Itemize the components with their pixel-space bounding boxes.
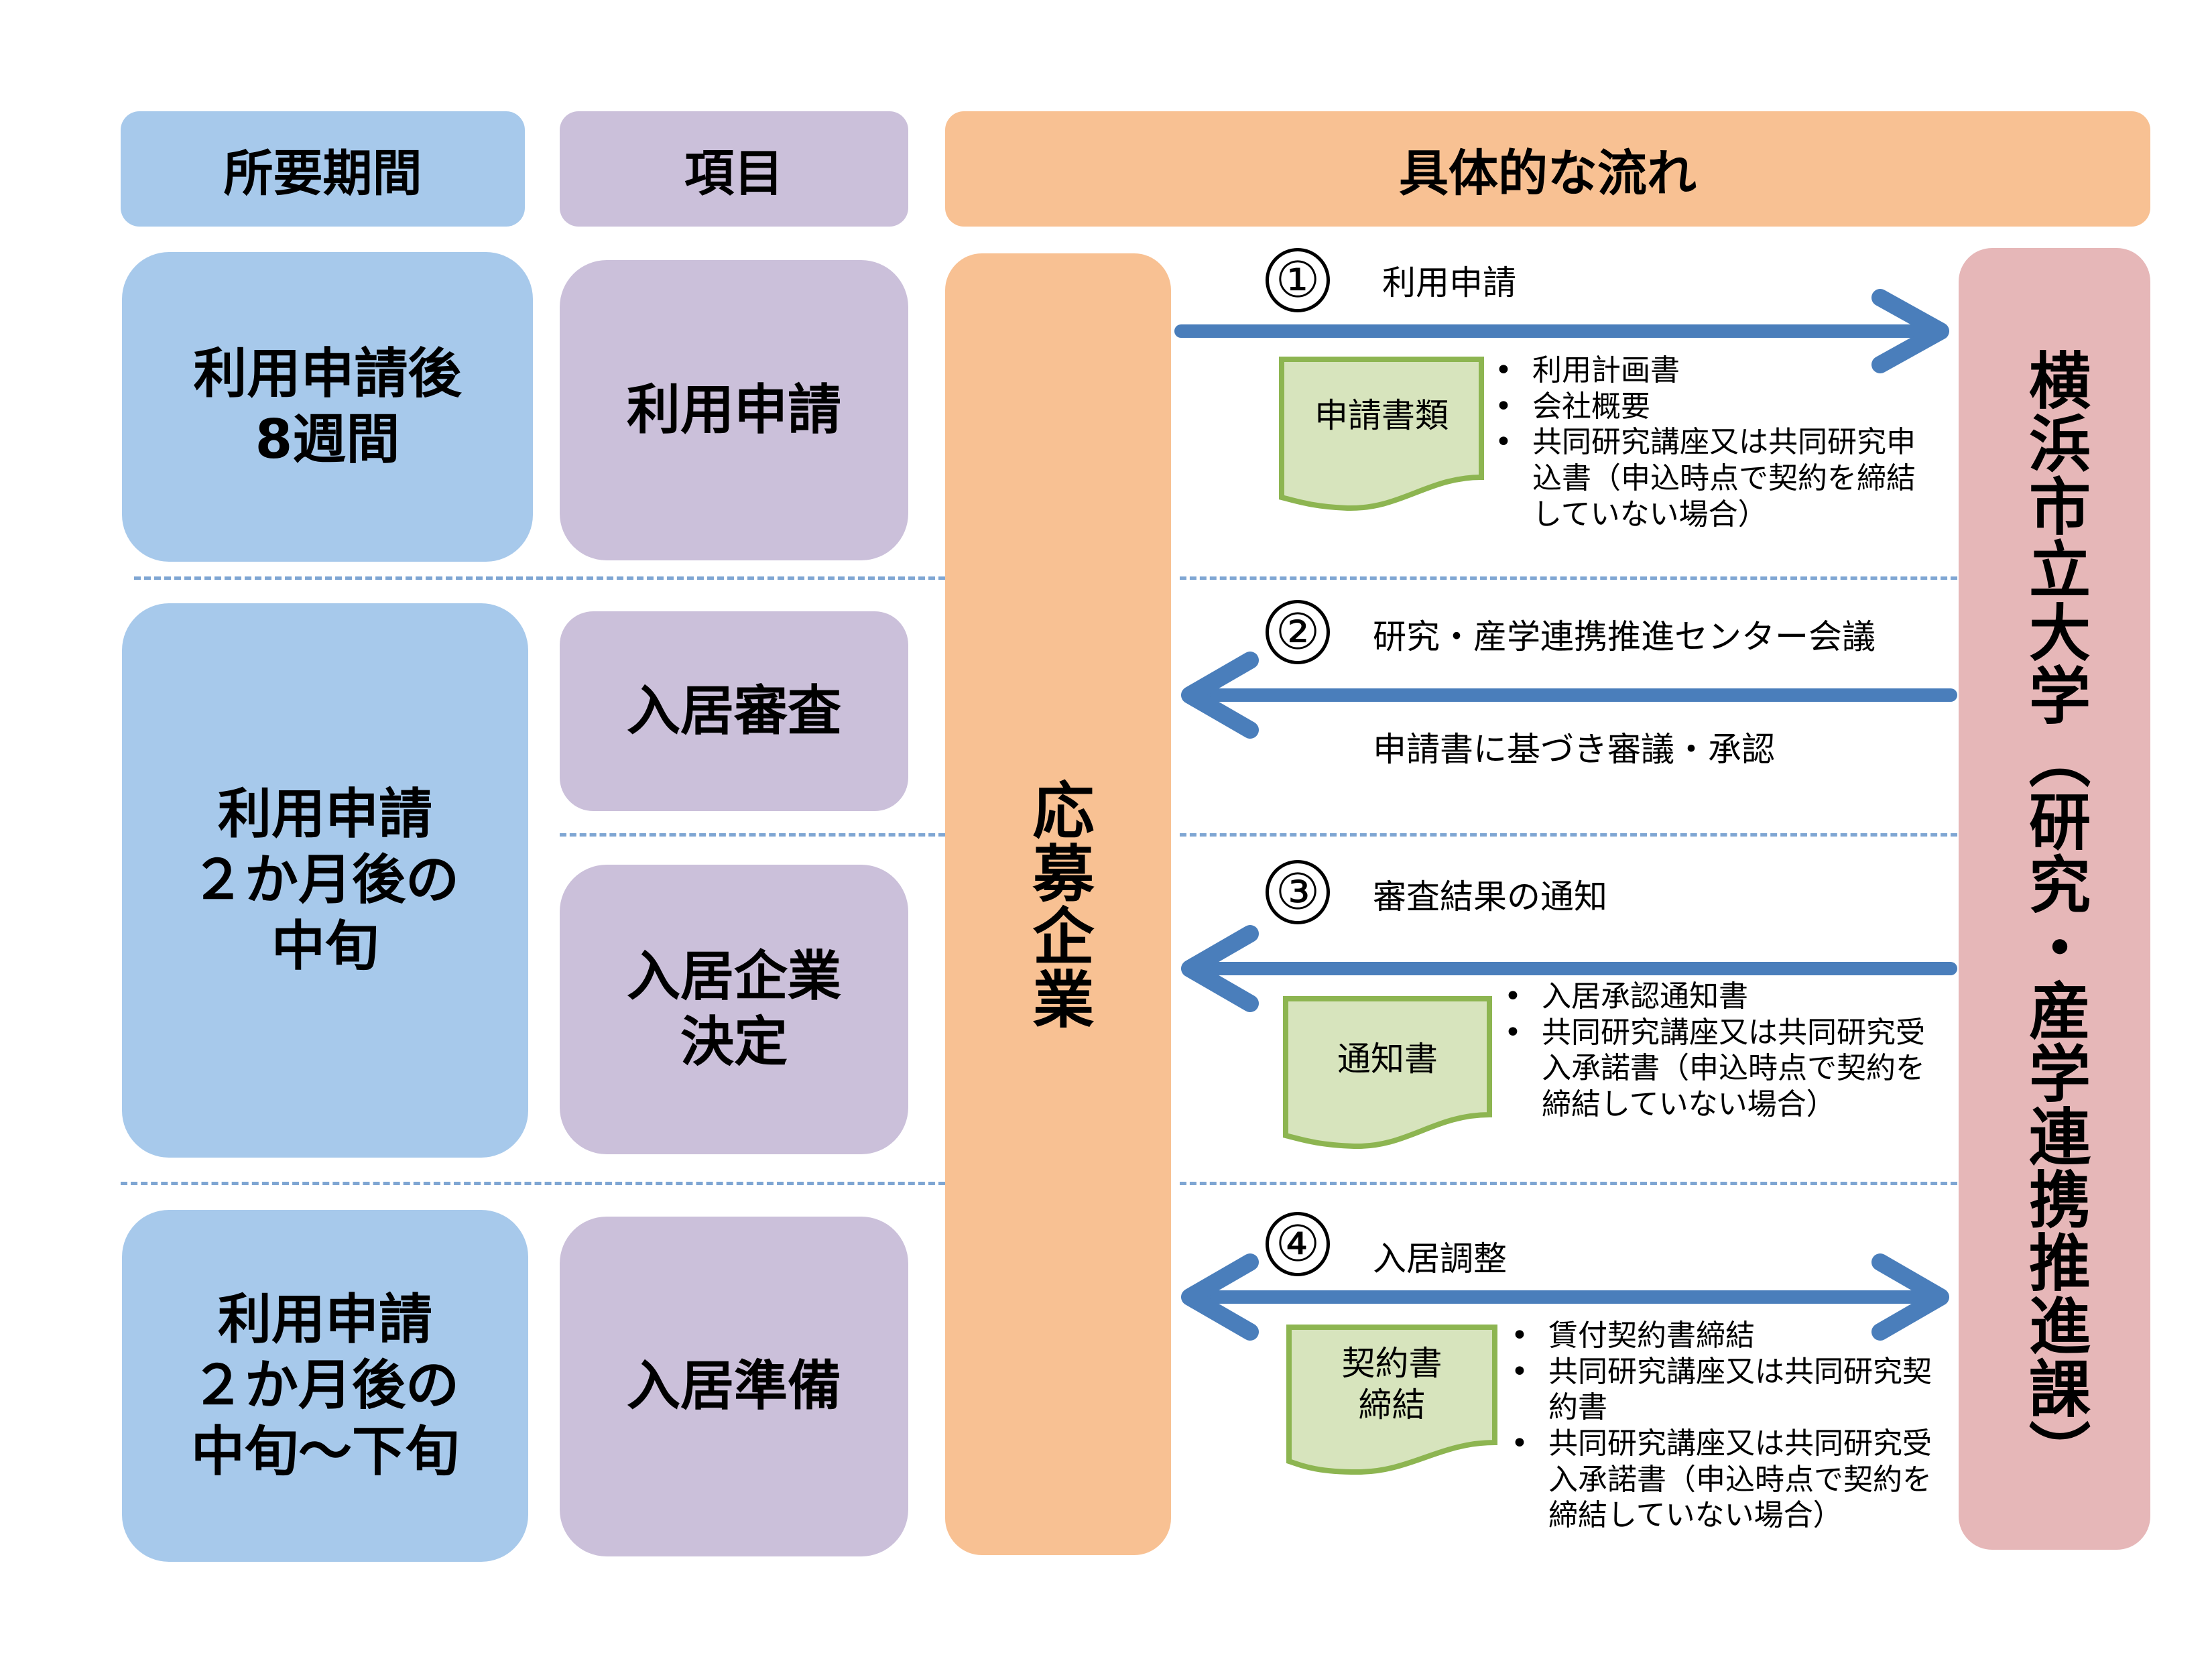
bullet-item: 共同研究講座又は共同研究受入承諾書（申込時点で契約を締結していない場合） <box>1506 1426 1934 1534</box>
bullet-item: 利用計画書 <box>1489 353 1925 389</box>
row-divider-3-left <box>121 1182 945 1185</box>
university-column: 横浜市立大学（研究・産学連携推進課） <box>1959 248 2150 1550</box>
item-cell-application: 利用申請 <box>560 260 908 560</box>
document-icon-step-4 <box>1286 1325 1497 1475</box>
row-divider-3-right <box>1180 1182 1957 1185</box>
step-title-2: 研究・産学連携推進センター会議 <box>1373 617 1876 656</box>
period-cell-3: 利用申請 ２か月後の 中旬～下旬 <box>122 1210 528 1562</box>
step-number-3: ③ <box>1266 860 1330 924</box>
period-cell-2: 利用申請 ２か月後の 中旬 <box>122 603 528 1158</box>
arrow-step-2-left <box>1181 652 1957 739</box>
step-title-1: 利用申請 <box>1382 263 1516 302</box>
row-divider-1-right <box>1180 576 1957 580</box>
bullet-item: 共同研究講座又は共同研究申込書（申込時点で契約を締結していない場合） <box>1489 424 1925 532</box>
bullet-list-step-4: 賃付契約書締結 共同研究講座又は共同研究契約書 共同研究講座又は共同研究受入承諾… <box>1506 1318 1934 1534</box>
header-flow: 具体的な流れ <box>945 111 2150 227</box>
step-note-2: 申請書に基づき審議・承認 <box>1373 730 1775 769</box>
item-cell-preparation: 入居準備 <box>560 1217 908 1556</box>
document-icon-step-1 <box>1279 357 1484 511</box>
applicant-column: 応募企業 <box>945 253 1171 1555</box>
header-item: 項目 <box>560 111 908 227</box>
bullet-item: 賃付契約書締結 <box>1506 1318 1934 1354</box>
step-number-4: ④ <box>1266 1212 1330 1276</box>
document-label-3: 通知書 <box>1337 1039 1438 1079</box>
period-cell-1: 利用申請後 8週間 <box>122 252 533 562</box>
document-icon-step-3 <box>1283 996 1492 1150</box>
item-cell-screening: 入居審査 <box>560 611 908 811</box>
step-number-2: ② <box>1266 600 1330 664</box>
bullet-item: 入居承認通知書 <box>1499 979 1934 1015</box>
bullet-list-step-3: 入居承認通知書 共同研究講座又は共同研究受入承諾書（申込時点で契約を締結していな… <box>1499 979 1934 1123</box>
step-title-4: 入居調整 <box>1373 1239 1507 1278</box>
arrow-step-3-left <box>1181 925 1957 1012</box>
row-divider-2-right <box>1180 833 1957 837</box>
bullet-list-step-1: 利用計画書 会社概要 共同研究講座又は共同研究申込書（申込時点で契約を締結してい… <box>1489 353 1925 532</box>
header-period: 所要期間 <box>121 111 525 227</box>
step-title-3: 審査結果の通知 <box>1373 877 1607 916</box>
document-label-1: 申請書類 <box>1314 395 1449 435</box>
item-cell-decision: 入居企業 決定 <box>560 865 908 1154</box>
step-number-1: ① <box>1266 248 1330 312</box>
row-divider-1-left <box>134 576 945 580</box>
bullet-item: 共同研究講座又は共同研究契約書 <box>1506 1354 1934 1426</box>
bullet-item: 会社概要 <box>1489 389 1925 425</box>
row-divider-2-left <box>560 833 945 837</box>
document-label-4: 契約書 締結 <box>1341 1343 1442 1425</box>
bullet-item: 共同研究講座又は共同研究受入承諾書（申込時点で契約を締結していない場合） <box>1499 1015 1934 1123</box>
